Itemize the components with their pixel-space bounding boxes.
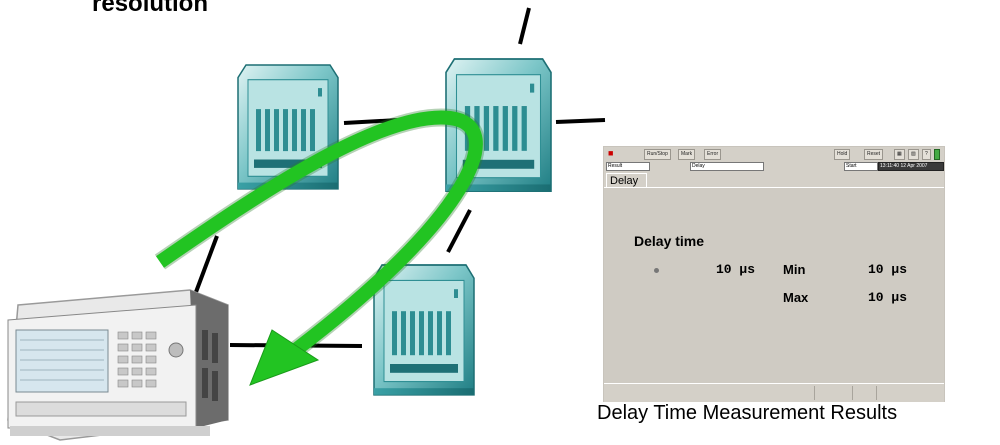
figure-caption: Delay Time Measurement Results [597,402,898,424]
view-select[interactable]: Result [606,162,650,171]
status-divider [876,386,877,400]
link-line-middle [343,118,399,125]
status-dot-icon [654,268,659,273]
run-stop-button[interactable]: Run/Stop [644,149,671,160]
tab-divider [604,187,944,188]
error-button[interactable]: Error [704,149,722,160]
datetime-display: 13:11:40 12 Apr 2007 [878,162,944,171]
link-line-diag-right [446,209,472,253]
reset-button[interactable]: Reset [864,149,884,160]
app-icon: ■ [608,148,614,158]
link-line-diag-left [191,235,219,301]
tab-delay[interactable]: Delay [606,173,647,188]
item-select[interactable]: Delay [690,162,764,171]
min-value: 10 µs [868,262,908,277]
mode-select[interactable]: Start [844,162,878,171]
hold-button[interactable]: Hold [834,149,851,160]
title-fragment: resolution [92,0,209,17]
max-label: Max [783,290,809,305]
delay-time-heading: Delay time [634,233,705,249]
mark-button[interactable]: Mark [678,149,696,160]
status-icon [934,149,940,160]
max-value: 10 µs [868,290,908,305]
server-icon [373,264,475,396]
status-bar [604,383,944,402]
settings-icon[interactable]: ▦ [894,149,905,160]
delay-results-screenshot: ■ Run/Stop Mark Error Hold Reset ▦ ▧ ? R… [603,146,945,402]
link-line-top [518,7,531,45]
save-icon[interactable]: ▧ [908,149,919,160]
min-label: Min [783,262,806,277]
toolbar: ■ Run/Stop Mark Error Hold Reset ▦ ▧ ? [604,147,944,162]
measurement-instrument-icon [7,289,229,441]
round-trip-arrow [154,108,485,386]
results-area [604,188,944,383]
selector-bar: Result Delay Start 13:11:40 12 Apr 2007 [604,161,944,171]
link-line-right [555,118,606,124]
status-divider [852,386,853,400]
delay-value: 10 µs [716,262,756,277]
help-icon[interactable]: ? [922,149,931,160]
status-divider [814,386,815,400]
